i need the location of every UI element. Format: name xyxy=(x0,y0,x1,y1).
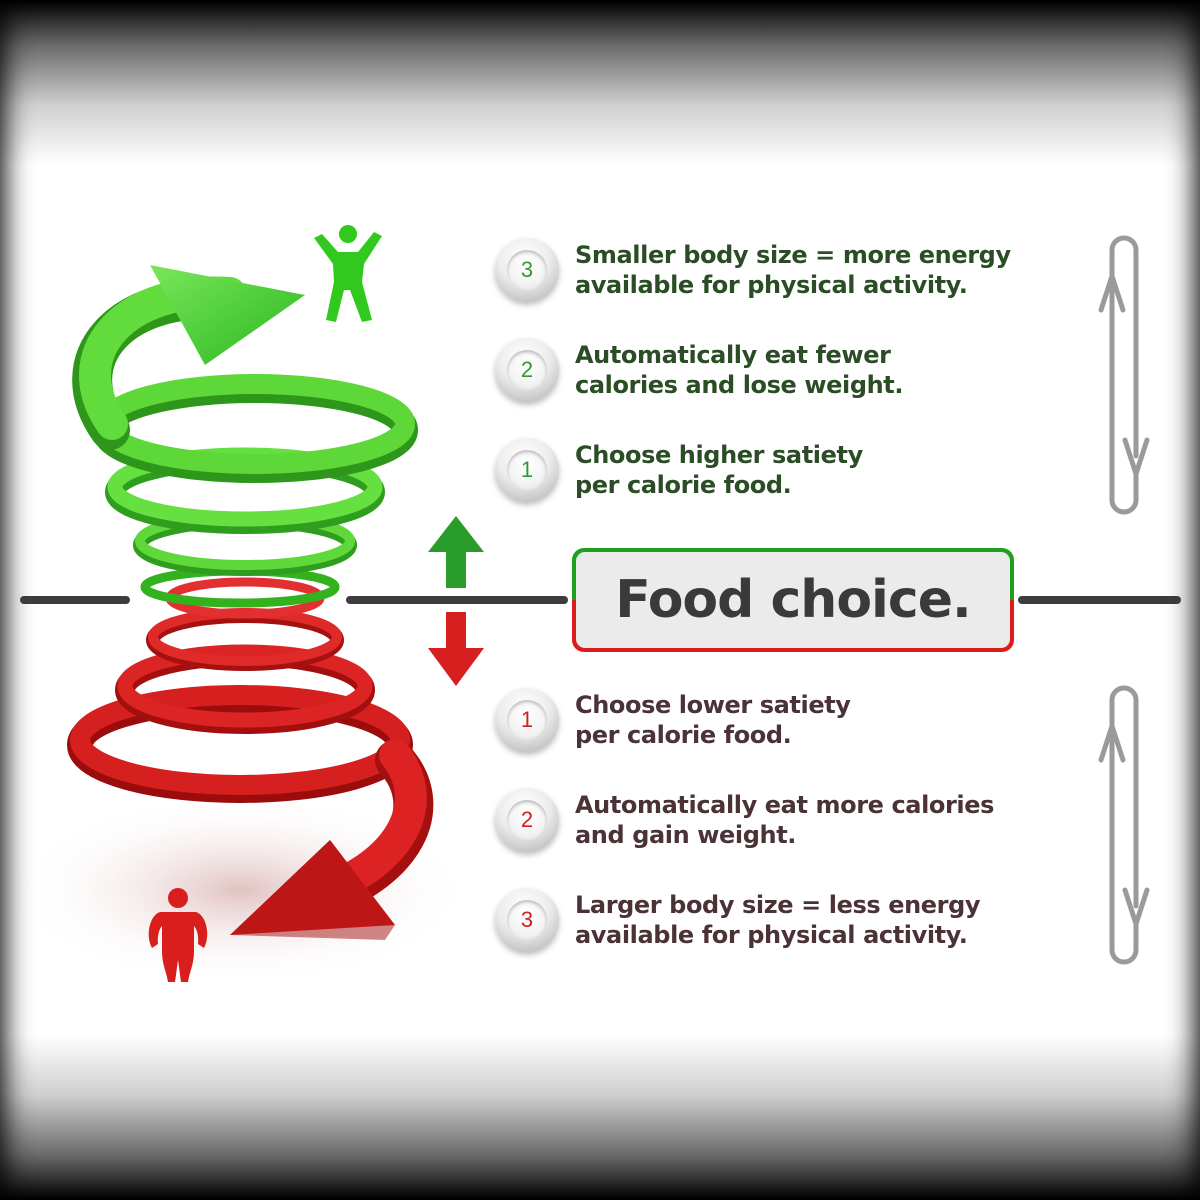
step-text: Automatically eat fewer calories and los… xyxy=(575,341,904,399)
overweight-person-icon xyxy=(148,888,208,982)
upward-step-1: 1 Choose higher satiety per calorie food… xyxy=(495,438,1055,502)
active-person-icon xyxy=(314,225,382,322)
downward-step-2: 2 Automatically eat more calories and ga… xyxy=(495,788,1055,852)
step-number-badge: 3 xyxy=(495,238,559,302)
step-number-badge: 3 xyxy=(495,888,559,952)
food-choice-box: Food choice. xyxy=(572,548,1014,652)
divider-line xyxy=(346,596,568,604)
step-number-badge: 1 xyxy=(495,438,559,502)
upward-step-2: 2 Automatically eat fewer calories and l… xyxy=(495,338,1055,402)
green-arrow-head xyxy=(150,265,305,365)
step-text: Automatically eat more calories and gain… xyxy=(575,791,995,849)
step-number-badge: 2 xyxy=(495,788,559,852)
downward-step-3: 3 Larger body size = less energy availab… xyxy=(495,888,1055,952)
step-text: Larger body size = less energy available… xyxy=(575,891,981,949)
page-title: Food choice. xyxy=(615,570,971,630)
down-arrow-icon xyxy=(428,612,484,686)
up-arrow-icon xyxy=(428,516,484,588)
divider-line xyxy=(20,596,130,604)
cycle-loop-icon xyxy=(1098,685,1150,965)
divider-line xyxy=(1018,596,1181,604)
step-number-badge: 1 xyxy=(495,688,559,752)
step-text: Choose higher satiety per calorie food. xyxy=(575,441,863,499)
downward-step-1: 1 Choose lower satiety per calorie food. xyxy=(495,688,1055,752)
upward-step-3: 3 Smaller body size = more energy availa… xyxy=(495,238,1055,302)
step-number-badge: 2 xyxy=(495,338,559,402)
cycle-loop-icon xyxy=(1098,235,1150,515)
step-text: Choose lower satiety per calorie food. xyxy=(575,691,851,749)
step-text: Smaller body size = more energy availabl… xyxy=(575,241,1011,299)
green-spiral xyxy=(72,276,418,608)
